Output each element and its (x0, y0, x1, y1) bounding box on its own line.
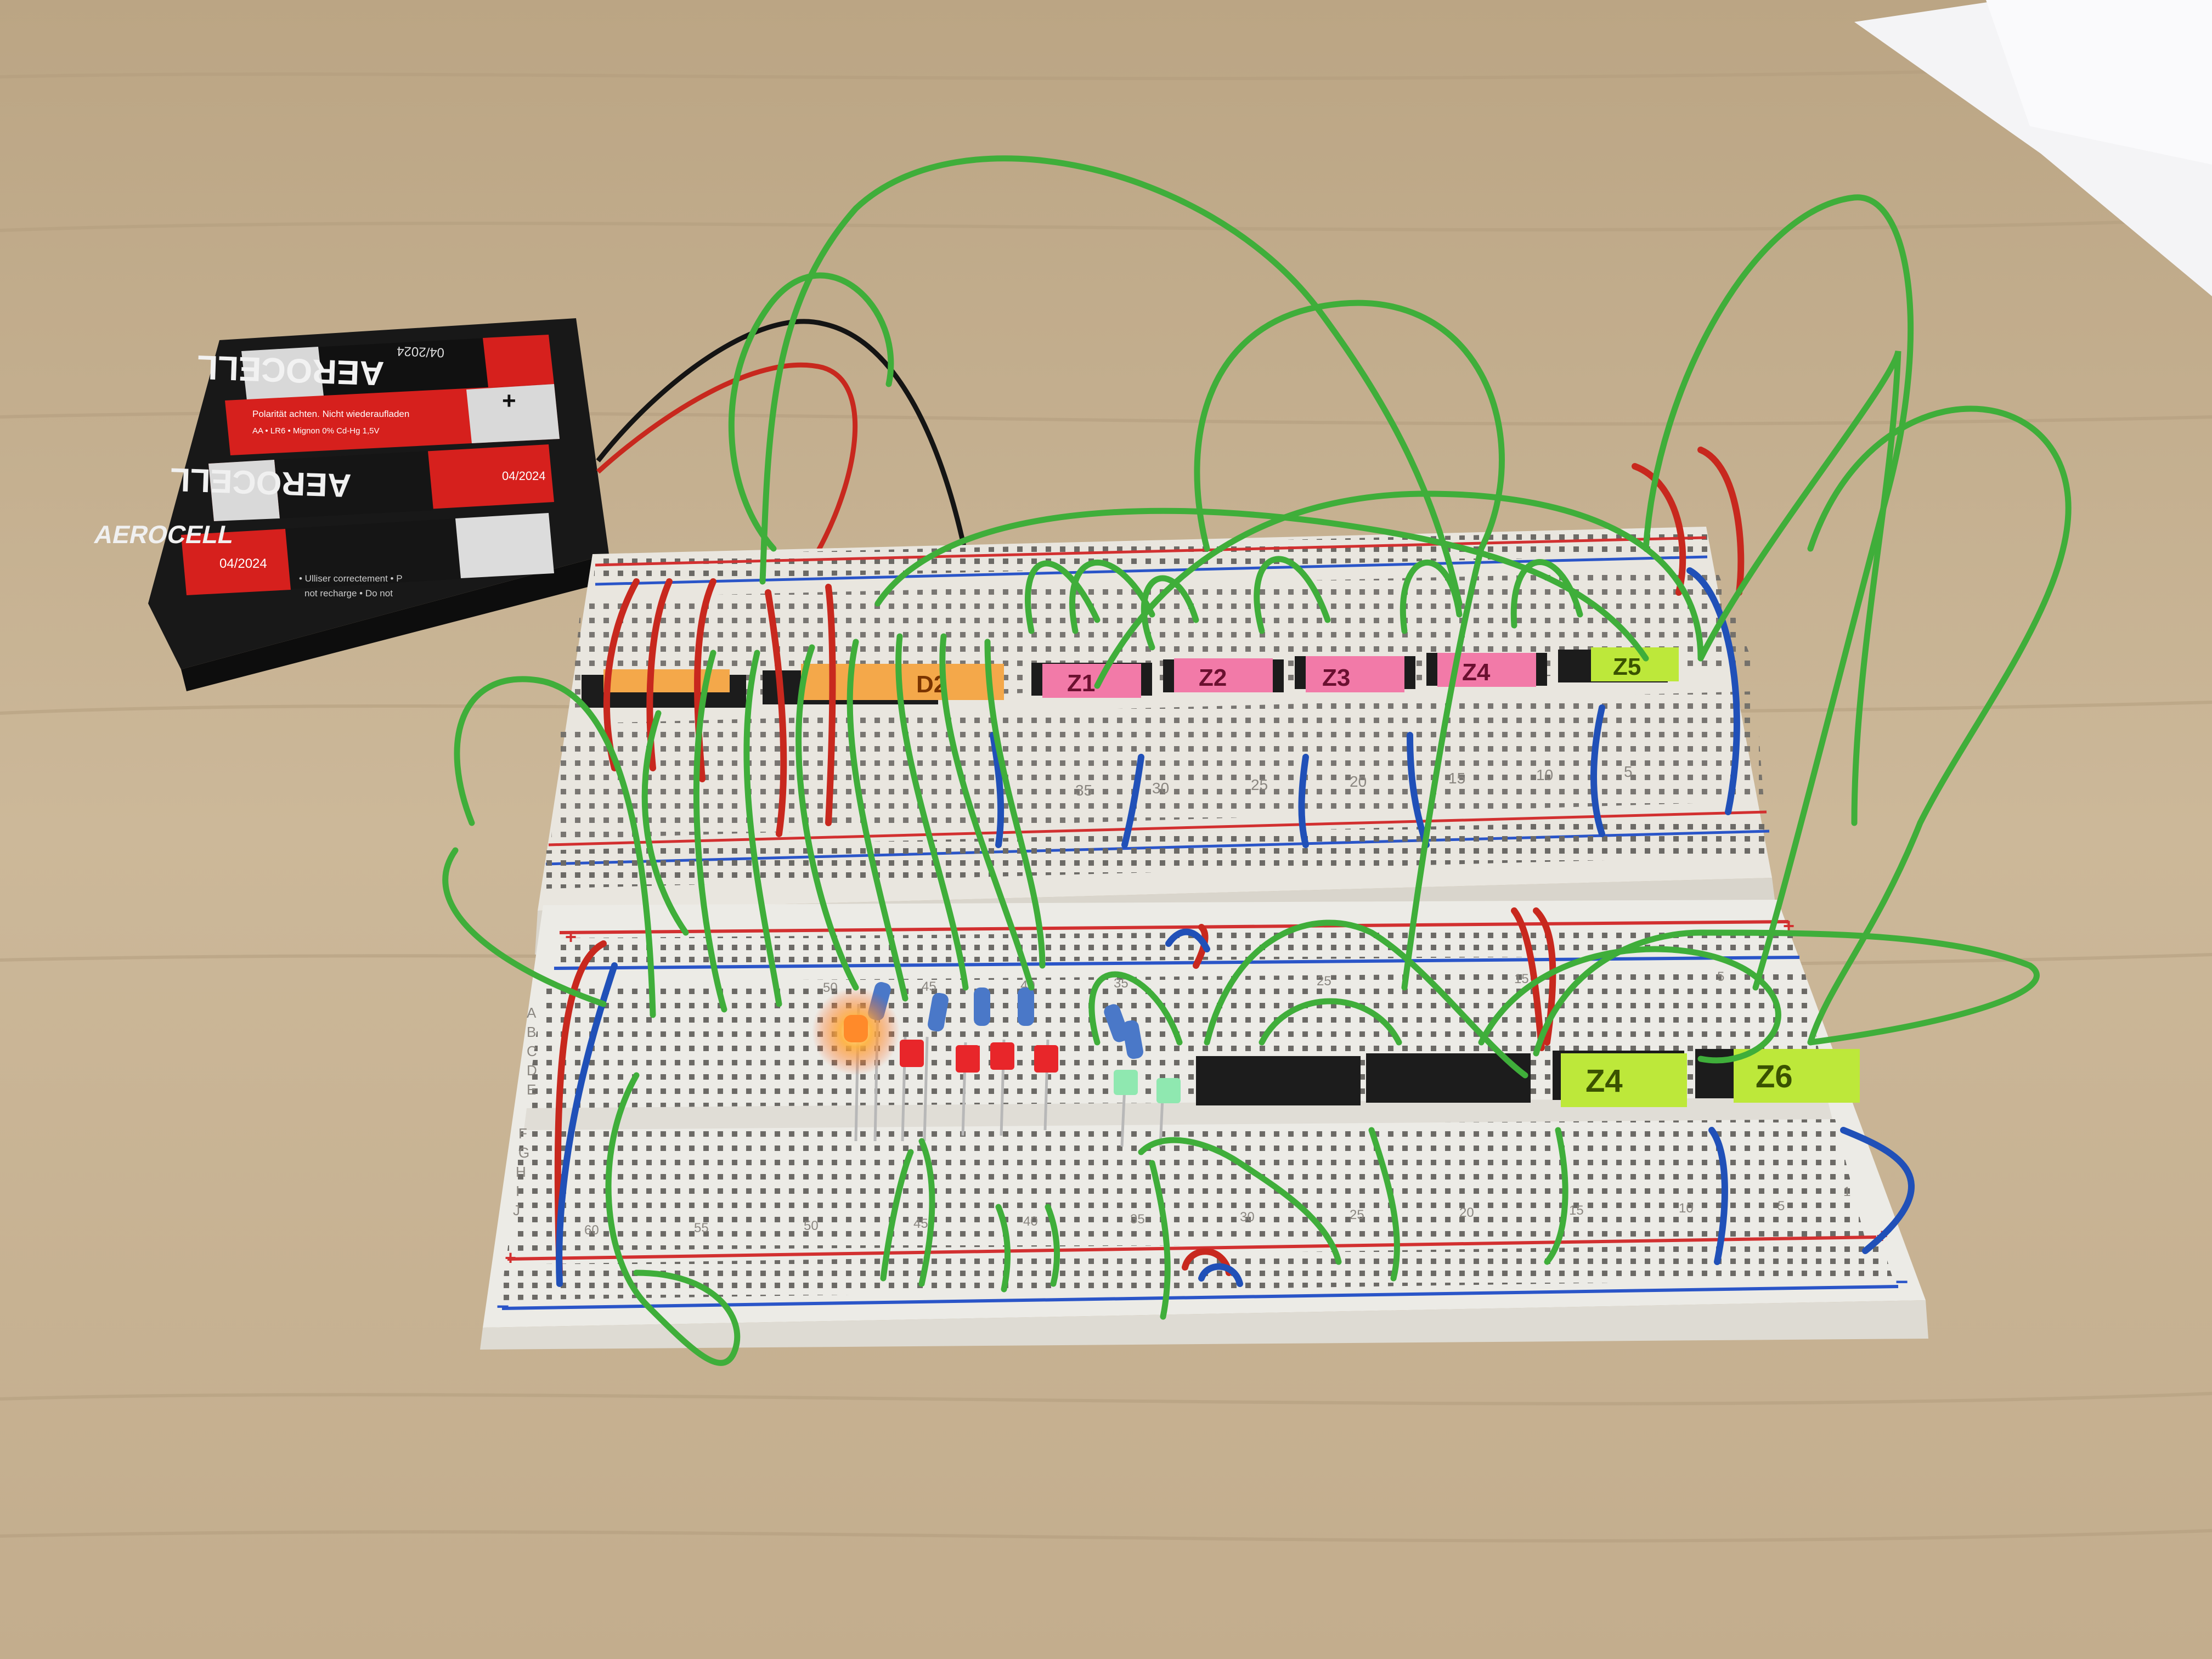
row-letter-e: E (527, 1081, 536, 1098)
chip-label-lime-1 (1591, 647, 1679, 681)
battery-2-spec: AA • LR6 • Mignon 0% Cd-Hg 1,5V (252, 426, 379, 436)
led-red-3 (990, 1042, 1014, 1070)
col-num-upper-5: 5 (1717, 969, 1724, 984)
battery-4-date: 04/2024 (219, 556, 267, 571)
col-num-lower-15: 15 (1569, 1203, 1584, 1218)
chip-label-z6-bottom: Z6 (1756, 1059, 1793, 1094)
col-num-lower-40: 40 (1023, 1214, 1038, 1229)
battery-2: Polarität achten. Nicht wiederaufladen A… (225, 384, 560, 455)
resistor-4 (1018, 988, 1034, 1026)
board-top-num-10: 10 (1536, 766, 1553, 783)
battery-plus-sign: + (502, 387, 516, 414)
board-top-num-5: 5 (1624, 763, 1633, 780)
chip-label-pink-2 (1174, 658, 1273, 692)
col-num-lower-35: 35 (1130, 1212, 1145, 1227)
resistor-3 (974, 988, 990, 1026)
chip-label-pink-3 (1306, 656, 1404, 692)
row-letter-c: C (527, 1043, 537, 1059)
col-num-lower-30: 30 (1240, 1210, 1255, 1224)
led-red-4 (1034, 1045, 1058, 1073)
led-green-1 (1114, 1070, 1138, 1095)
row-letter-a: A (527, 1005, 537, 1021)
col-num-upper-25: 25 (1317, 974, 1331, 989)
col-num-lower-25: 25 (1350, 1207, 1364, 1222)
rail-minus-bottom-left: − (496, 1295, 509, 1319)
chip-bottom-2 (1366, 1053, 1531, 1103)
board-top-num-35: 35 (1075, 782, 1092, 799)
resistor-6 (1122, 1020, 1143, 1059)
battery-red-lead (596, 362, 858, 572)
chip-label-z4-bottom: Z4 (1585, 1063, 1623, 1099)
row-letter-b: B (527, 1024, 536, 1040)
rail-plus-top-left: + (565, 926, 577, 948)
row-letter-d: D (527, 1062, 537, 1079)
chip-label-z1: Z1 (1067, 670, 1095, 697)
jumper-wires-green (442, 155, 2072, 1366)
col-num-lower-20: 20 (1459, 1205, 1474, 1220)
chip-label-pink-1 (1042, 664, 1141, 698)
battery-4-recharge: not recharge • Do not (304, 588, 393, 599)
board-top-num-15: 15 (1448, 770, 1465, 787)
row-letter-i: I (516, 1183, 520, 1199)
col-num-lower-55: 55 (694, 1221, 709, 1235)
battery-3: AEROCELL 04/2024 (170, 444, 554, 521)
col-num-lower-50: 50 (804, 1218, 819, 1233)
board-top-num-30: 30 (1152, 780, 1169, 797)
col-num-lower-45: 45 (913, 1216, 928, 1231)
battery-3-brand: AEROCELL (170, 461, 352, 504)
rail-minus-bottom-right: − (1895, 1270, 1908, 1294)
row-letter-g: G (518, 1144, 529, 1161)
battery-2-warning: Polarität achten. Nicht wiederaufladen (252, 409, 409, 419)
resistor-2 (928, 992, 949, 1032)
breadboard-top: D2 Z1 Z2 Z3 Z4 Z5 35 30 25 20 15 10 5 (535, 527, 1778, 955)
chip-label-z2: Z2 (1199, 664, 1227, 691)
resistor-5 (1104, 1004, 1129, 1042)
chip-label-lime-bottom-1 (1561, 1053, 1687, 1107)
chip-bottom-1 (1196, 1056, 1361, 1105)
battery-1-date: 04/2024 (397, 343, 445, 360)
battery-3-date: 04/2024 (502, 469, 546, 483)
battery-4: AEROCELL 04/2024 • Ulliser correctement … (92, 513, 554, 599)
battery-1: AEROCELL 04/2024 (196, 335, 554, 400)
board-top-num-25: 25 (1251, 776, 1268, 793)
battery-4-recycle: • Ulliser correctement • P (299, 573, 403, 584)
chip-label-z4: Z4 (1462, 659, 1491, 686)
col-num-upper-45: 45 (922, 979, 936, 994)
battery-holder: AEROCELL 04/2024 Polarität achten. Nicht… (92, 318, 609, 691)
paper-sheet-2 (1986, 0, 2212, 165)
row-letter-f: F (518, 1125, 527, 1142)
col-num-upper-15: 15 (1514, 972, 1529, 986)
battery-4-brand: AEROCELL (92, 520, 236, 548)
col-num-lower-60: 60 (584, 1223, 599, 1238)
col-num-lower-10: 10 (1679, 1201, 1694, 1216)
led-red-1 (900, 1040, 924, 1067)
led-lit-orange (844, 1015, 868, 1042)
led-green-2 (1156, 1078, 1181, 1103)
col-num-lower-1: 1 (1843, 1184, 1850, 1199)
chip-label-lime-bottom-2 (1734, 1049, 1860, 1103)
row-letter-h: H (516, 1164, 526, 1180)
row-letter-j: J (513, 1202, 520, 1218)
battery-black-lead (596, 319, 968, 555)
component-area (812, 982, 1181, 1147)
battery-1-brand: AEROCELL (196, 348, 385, 392)
led-red-2 (956, 1045, 980, 1073)
col-num-lower-5: 5 (1778, 1199, 1785, 1214)
chip-label-z3: Z3 (1322, 664, 1350, 691)
board-top-num-20: 20 (1350, 773, 1367, 790)
chip-label-z5: Z5 (1613, 653, 1641, 680)
rail-plus-bottom-left: + (505, 1246, 516, 1269)
